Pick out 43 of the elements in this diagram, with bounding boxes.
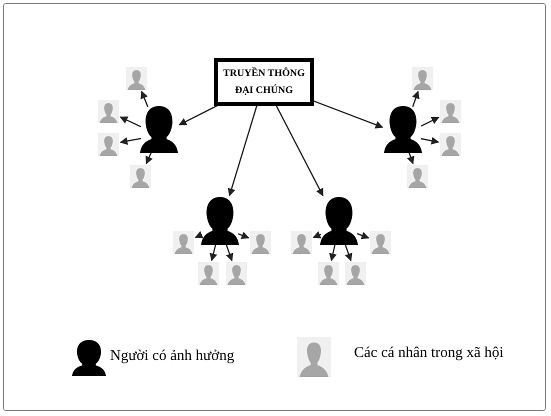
- arrow: [140, 90, 148, 108]
- arrow: [356, 232, 370, 240]
- person-icon: [345, 262, 366, 285]
- person-icon: [440, 100, 461, 123]
- arrow: [228, 104, 258, 196]
- arrow: [238, 232, 250, 239]
- person-icon: [173, 231, 194, 254]
- person-icon: [130, 165, 151, 188]
- person-icon: [412, 67, 433, 90]
- person-icon: [407, 165, 428, 188]
- arrow: [178, 104, 218, 126]
- arrow: [275, 104, 324, 196]
- text-box: TRUYỀN THÔNG ĐẠI CHÚNG: [214, 58, 314, 106]
- person-icon: [98, 133, 119, 156]
- arrow: [194, 231, 204, 238]
- person-icon: [440, 133, 461, 156]
- person-icon: [291, 231, 312, 254]
- arrow: [120, 137, 142, 145]
- person-icon: [226, 262, 247, 285]
- influencer-icon: [140, 106, 178, 153]
- person-icon: [318, 262, 339, 285]
- arrow: [420, 136, 440, 145]
- influencer-icon: [201, 197, 239, 245]
- person-icon: [250, 231, 271, 254]
- person-icon: [126, 67, 147, 90]
- person-icon: [98, 100, 119, 123]
- arrow: [312, 100, 384, 128]
- arrow: [329, 244, 337, 262]
- influencer-icon: [320, 197, 358, 245]
- person-icon: [370, 231, 391, 254]
- arrow: [225, 244, 234, 262]
- arrow: [312, 231, 322, 238]
- person-icon: [198, 262, 219, 285]
- arrow: [406, 152, 414, 164]
- arrow: [420, 116, 440, 127]
- arrow: [344, 244, 352, 262]
- arrow: [146, 152, 153, 164]
- arrow: [120, 116, 142, 128]
- legend-label: Các cá nhân trong xã hội: [354, 345, 504, 362]
- arrow: [412, 90, 420, 108]
- arrow: [210, 244, 218, 262]
- influencer-icon: [384, 106, 422, 153]
- legend-label: Người có ảnh hưởng: [110, 348, 234, 365]
